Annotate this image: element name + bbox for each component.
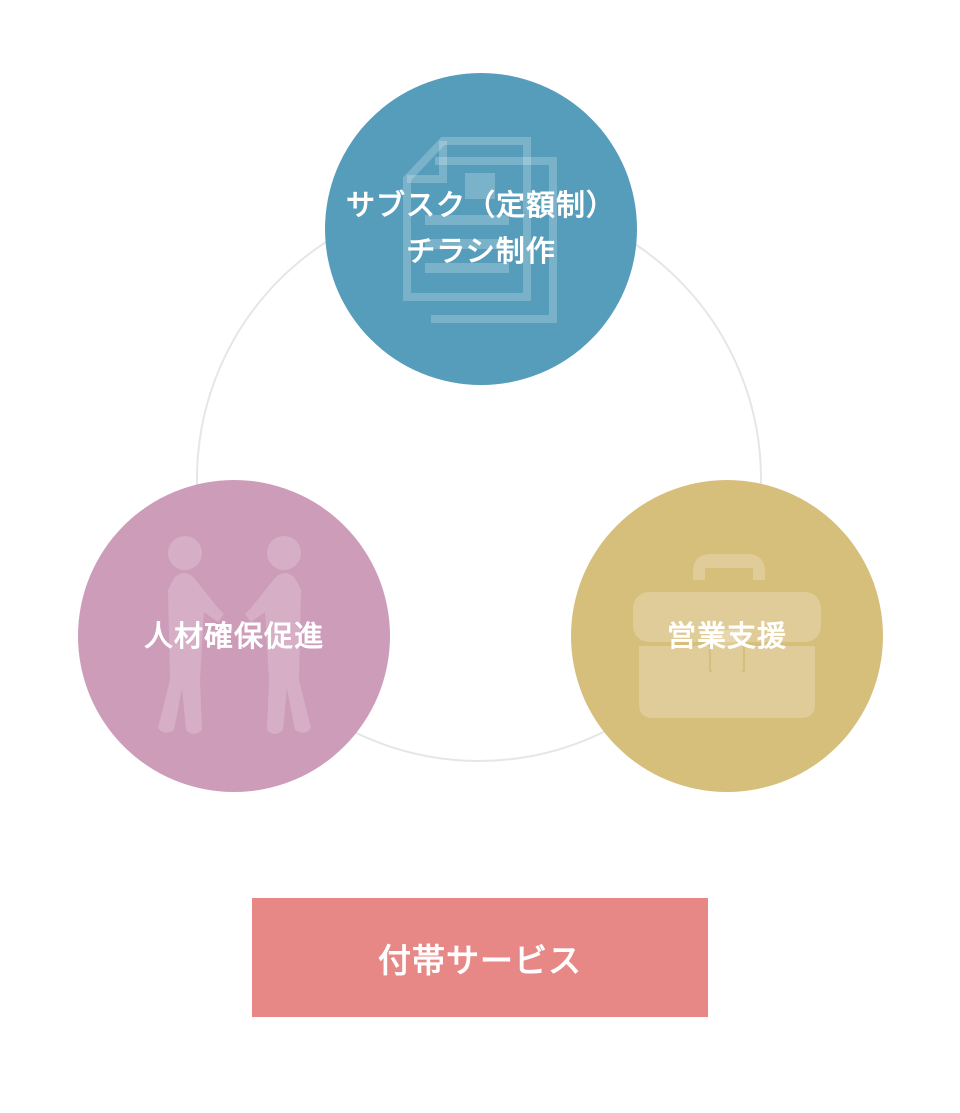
service-circle-sales: 営業支援 xyxy=(571,480,883,792)
service-circle-recruit: 人材確保促進 xyxy=(78,480,390,792)
service-label-flyer-line-1: サブスク（定額制） xyxy=(345,188,616,222)
service-label-flyer: サブスク（定額制） チラシ制作 xyxy=(325,73,637,385)
service-label-recruit-line-1: 人材確保促進 xyxy=(143,619,324,653)
ancillary-services-label: 付帯サービス xyxy=(378,940,582,980)
ancillary-services-banner: 付帯サービス xyxy=(252,898,708,1017)
service-label-recruit: 人材確保促進 xyxy=(78,480,390,792)
service-label-sales-line-1: 営業支援 xyxy=(666,619,787,653)
service-label-flyer-line-2: チラシ制作 xyxy=(406,234,556,268)
service-label-sales: 営業支援 xyxy=(571,480,883,792)
document-stack-icon xyxy=(403,137,557,323)
briefcase-icon xyxy=(633,554,821,718)
handshake-people-icon xyxy=(158,536,311,734)
service-circle-flyer: サブスク（定額制） チラシ制作 xyxy=(325,73,637,385)
